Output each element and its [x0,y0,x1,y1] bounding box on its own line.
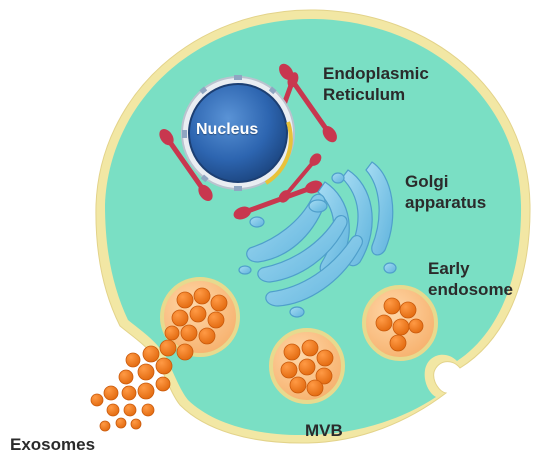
er-tubule [278,153,322,203]
nuclear-pores [182,75,277,191]
intraluminal-vesicle [392,318,410,336]
nucleus-label: Nucleus [196,121,259,138]
secreting-mvb [160,277,240,357]
exosome [137,382,155,400]
golgi-apparatus [238,161,397,318]
golgi-vesicle [331,172,345,184]
golgi-vesicle [289,306,305,318]
exosomes [90,339,194,432]
er-label-line1: Endoplasmic [323,64,429,83]
mvb-label: MVB [305,421,343,440]
exosome [159,339,177,357]
intraluminal-vesicle [389,334,407,352]
er-label: Endoplasmic Reticulum [323,63,429,105]
exosome [155,376,171,392]
exosome [106,403,120,417]
er-label-line2: Reticulum [323,85,406,104]
intraluminal-vesicle [383,297,401,315]
exosomes-label: Exosomes [10,435,96,454]
intraluminal-vesicle [315,367,333,385]
er-tubule [233,180,323,220]
early-endosome-label: Early endosome [428,258,513,300]
intraluminal-vesicle [316,349,334,367]
intraluminal-vesicle [399,301,417,319]
exosome [121,385,137,401]
intraluminal-vesicle [193,287,211,305]
golgi-vesicle [238,265,252,275]
er-tubule [159,129,213,201]
golgi-cisterna [265,234,364,307]
exosome [99,420,111,432]
golgi-vesicle [383,262,397,274]
golgi-cisterna [365,161,394,256]
intraluminal-vesicle [171,309,189,327]
nucleus [181,75,295,191]
golgi-label-line1: Golgi [405,172,449,191]
intraluminal-vesicle [408,318,424,334]
exosome [141,403,155,417]
exosome [137,363,155,381]
exosome [142,345,160,363]
exosome [118,369,134,385]
exosome [103,385,119,401]
intraluminal-vesicle [164,325,180,341]
intraluminal-vesicle [298,358,316,376]
golgi-label-line2: apparatus [405,193,487,212]
intraluminal-vesicle [375,314,393,332]
exosome [176,343,194,361]
intraluminal-vesicle [283,343,301,361]
golgi-label: Golgi apparatus [405,171,486,213]
mvb [269,328,345,404]
intraluminal-vesicle [289,376,307,394]
intraluminal-vesicle [180,324,198,342]
intraluminal-vesicle [280,361,298,379]
exosome [155,357,173,375]
exosome [115,417,127,429]
intraluminal-vesicle [189,305,207,323]
early-endosome [362,285,438,361]
golgi-vesicle [249,216,265,228]
intraluminal-vesicle [198,327,216,345]
exosome [125,352,141,368]
intraluminal-vesicle [301,339,319,357]
exosome [90,393,104,407]
intraluminal-vesicle [176,291,194,309]
intraluminal-vesicle [306,379,324,397]
early-endosome-label-line2: endosome [428,280,514,299]
early-endosome-label-line1: Early [428,259,470,278]
exosome [130,418,142,430]
intraluminal-vesicle [210,294,228,312]
exosome [123,403,137,417]
intraluminal-vesicle [207,311,225,329]
golgi-vesicle [308,199,328,213]
golgi-cisterna [257,214,348,283]
